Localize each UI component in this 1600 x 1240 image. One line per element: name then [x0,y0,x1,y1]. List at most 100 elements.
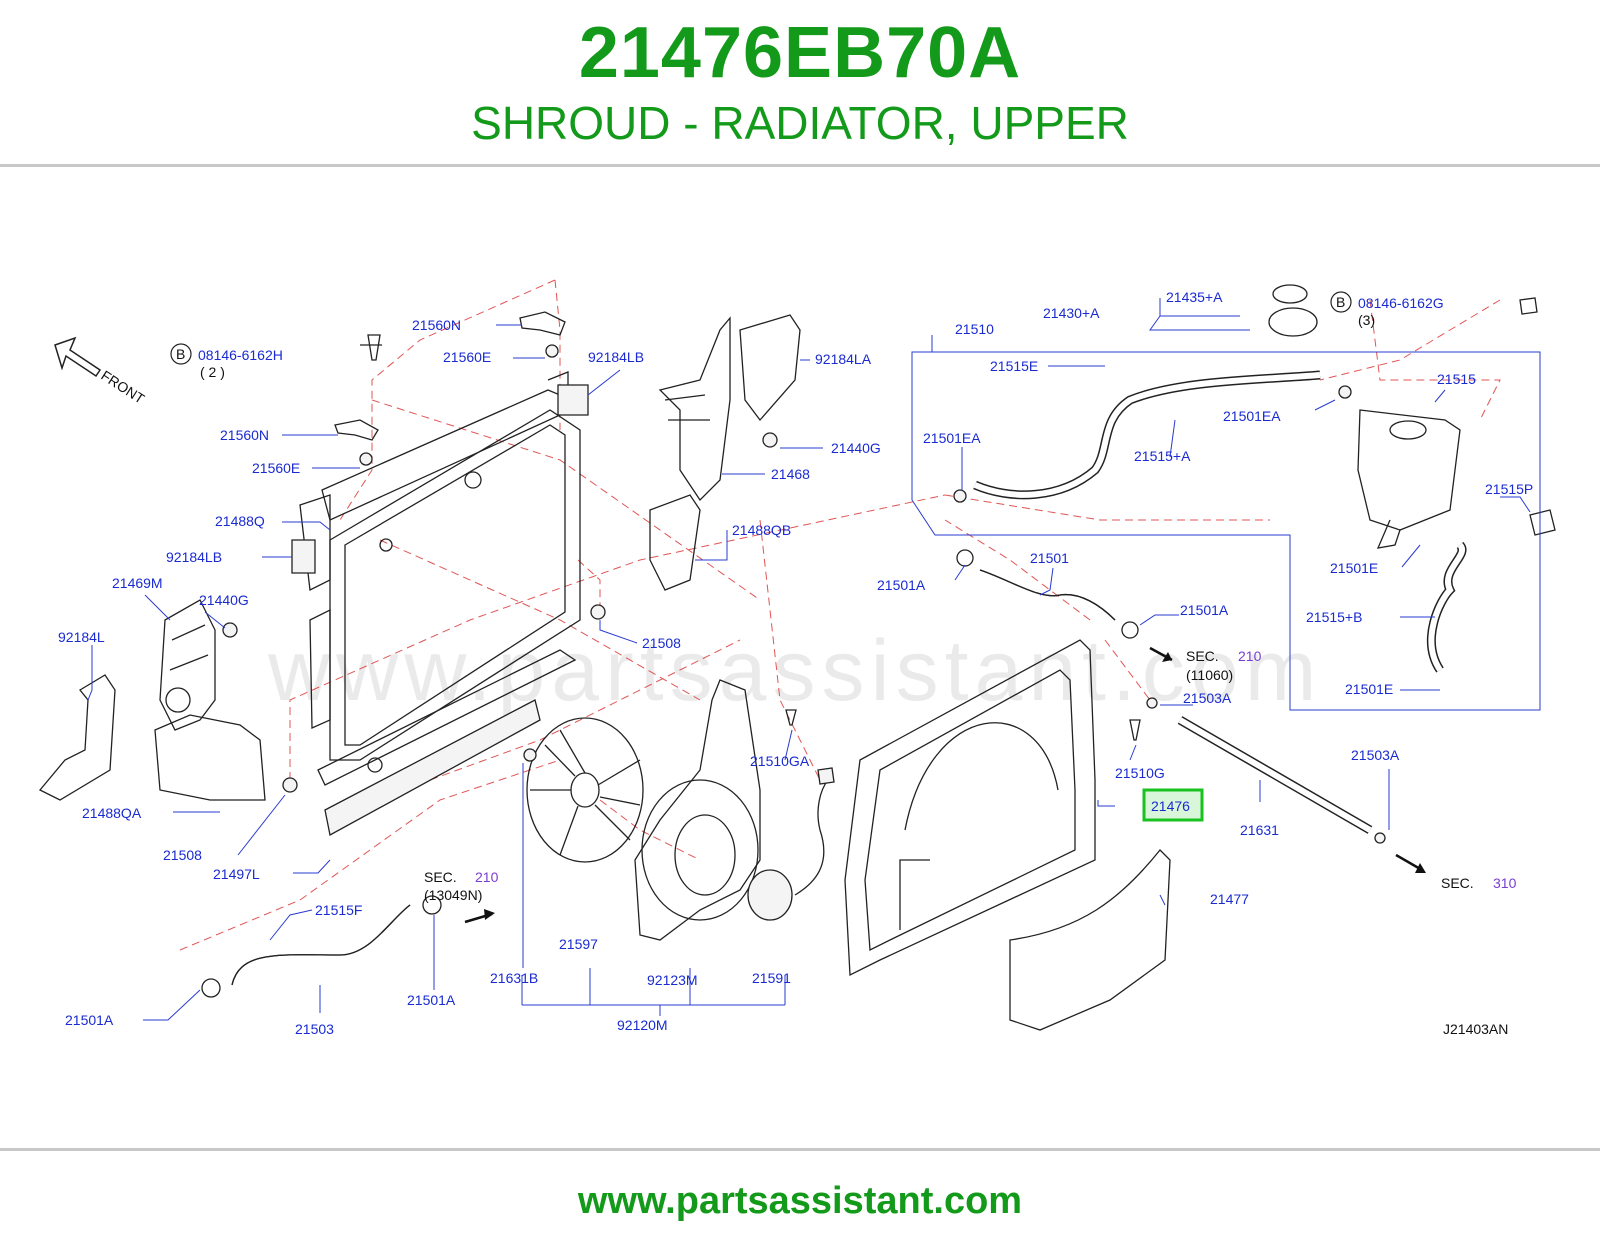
grommet-21560E-b [359,452,373,466]
grommet-21560E-a [545,344,559,358]
svg-text:(11060): (11060) [1186,667,1233,683]
clamp-21503A-b [1374,832,1386,844]
seal-21435A [1272,284,1308,304]
clamp-21501EA-a [953,489,967,503]
label-21501E-b: 21501E [1345,681,1393,697]
clamp-21501A-d [1121,621,1139,639]
fan-wire-harness [794,779,829,896]
bolt-qty: ( 2 ) [200,364,225,380]
part-number: 21476EB70A [578,13,1022,93]
exploded-view-lines [179,279,1501,951]
label-21501A-c: 21501A [877,577,926,593]
label-21477: 21477 [1210,891,1249,907]
clamp-21501A-b [422,895,442,915]
label-21591: 21591 [752,970,791,986]
label-92184LA: 92184LA [815,351,872,367]
label-21503A-a: 21503A [1183,690,1232,706]
label-21510GA: 21510GA [750,753,810,769]
clip-21515P [1529,509,1556,536]
label-21501EA-b: 21501EA [1223,408,1281,424]
bracket-21560N-a [519,311,566,336]
label-21631: 21631 [1240,822,1279,838]
mount-21508-b [590,604,606,620]
leader-lines [87,298,1531,1021]
bolt-21510G [1129,719,1141,741]
svg-text:(13049N): (13049N) [424,887,482,903]
shroud-lower-21477 [1009,849,1171,1031]
label-21440G-a: 21440G [199,592,249,608]
label-92184LB-b: 92184LB [166,549,222,565]
header: 21476EB70A SHROUD - RADIATOR, UPPER [0,0,1600,170]
air-guide-92184LA [739,314,801,422]
footer-url[interactable]: www.partsassistant.com [577,1180,1023,1222]
label-21508-a: 21508 [163,847,202,863]
hose-upper-21501-inner [979,569,1116,621]
air-guide-21468 [658,316,731,502]
bolt-left [360,334,382,361]
label-21501A-d: 21501A [1180,602,1229,618]
section-ref-310[interactable]: SEC. 310 [1395,853,1517,891]
label-21503A-b: 21503A [1351,747,1400,763]
label-21560N-b: 21560N [220,427,269,443]
svg-text:SEC.: SEC. [424,869,457,885]
label-21501A-a: 21501A [65,1012,114,1028]
nut-21631B [523,748,537,762]
header-divider [0,164,1600,167]
bolt-code: 08146-6162H [198,347,283,363]
group-bracket-92120M [521,968,786,1016]
svg-text:310: 310 [1493,875,1517,891]
hose-lower-21503-inner [231,904,411,986]
section-ref-210-13049N[interactable]: SEC. 210 (13049N) [424,869,499,924]
cap-21430A [1268,307,1318,337]
label-21515A: 21515+A [1134,448,1191,464]
air-guide-21488QA [154,714,266,801]
label-21501A-b: 21501A [407,992,456,1008]
part-labels: 21560N 21560E 92184LB 21560N 21560E 2148… [58,289,1533,1037]
air-guide-21469M [159,599,216,731]
air-guide-21488QB [649,494,701,591]
bolt-callout-08146-6162G: B 08146-6162G (3) [1330,291,1444,328]
label-21468: 21468 [771,466,810,482]
reservoir-tank [1357,409,1461,549]
label-21515B: 21515+B [1306,609,1362,625]
clip-21440G-a [222,622,238,638]
fan-21597 [526,717,644,863]
air-guide-92184L [38,674,116,801]
label-21597: 21597 [559,936,598,952]
label-21435A: 21435+A [1166,289,1223,305]
label-92184L: 92184L [58,629,105,645]
bolt-code: 08146-6162G [1358,295,1444,311]
bolt-21510GA [785,709,797,726]
svg-text:210: 210 [1238,648,1262,664]
hose-21631-inner [1178,717,1372,833]
bracket-21560N-b [334,419,379,441]
radiator-seal-lower [324,699,541,836]
section-ref-210-11060[interactable]: SEC. 210 (11060) [1149,646,1262,683]
label-21510G: 21510G [1115,765,1165,781]
label-92123M: 92123M [647,972,698,988]
label-21508-b: 21508 [642,635,681,651]
hose-21515B-inner [1428,542,1465,672]
seal-92184LB-b [291,539,316,574]
footer-divider [0,1148,1600,1151]
label-21501E-a: 21501E [1330,560,1378,576]
bolt-08146-6162G [1519,297,1538,315]
label-21469M: 21469M [112,575,163,591]
clamp-21503A-a [1146,697,1158,709]
label-21515P: 21515P [1485,481,1533,497]
highlight-21476[interactable]: 21476 [1142,788,1204,822]
hose-21515A-inner [973,372,1321,498]
bolt-circle-letter: B [176,346,185,362]
front-label: FRONT [98,367,148,407]
label-21631B: 21631B [490,970,538,986]
bolt-qty: (3) [1358,312,1375,328]
seal-92184LB-a [557,384,589,416]
diagram-code: J21403AN [1443,1021,1508,1037]
bolt-callout-08146-6162H: B 08146-6162H ( 2 ) [170,343,283,380]
clamp-21501A-a [201,978,221,998]
shroud-upper-21476 [844,639,1096,977]
label-21560E-a: 21560E [443,349,491,365]
label-21503: 21503 [295,1021,334,1037]
svg-text:SEC.: SEC. [1441,875,1474,891]
bolt-circle-letter: B [1336,294,1345,310]
